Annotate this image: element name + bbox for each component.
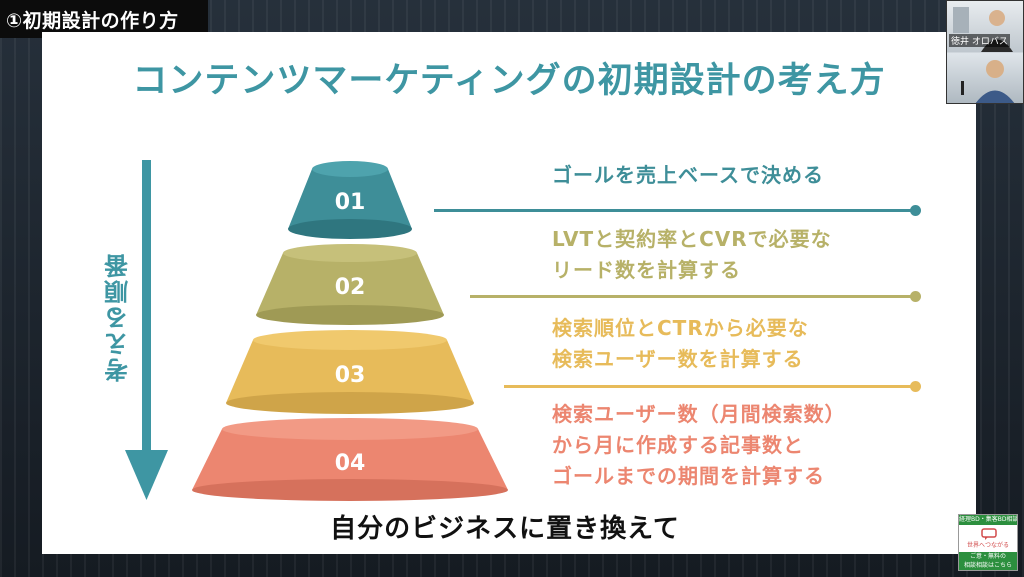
participant-name: 徳井 オロバス bbox=[949, 34, 1010, 47]
step-04-text: 検索ユーザー数（月間検索数） から月に作成する記事数と ゴールまでの期間を計算す… bbox=[552, 399, 846, 492]
svg-text:02: 02 bbox=[335, 275, 366, 300]
step-04-line-2: から月に作成する記事数と bbox=[552, 433, 804, 457]
svg-text:04: 04 bbox=[335, 451, 366, 476]
subtitle-caption: 自分のビジネスに置き換えて bbox=[180, 505, 830, 547]
step-03-line-2: 検索ユーザー数を計算する bbox=[552, 347, 804, 371]
promo-footer-line-2: 相談相談はこちら bbox=[963, 562, 1012, 569]
down-arrow-icon bbox=[125, 160, 168, 500]
step-03-divider bbox=[504, 385, 914, 388]
webcam-tile-2 bbox=[947, 53, 1023, 103]
slide-title: コンテンツマーケティングの初期設計の考え方 bbox=[132, 61, 886, 101]
step-03-line-1: 検索順位とCTRから必要な bbox=[552, 316, 809, 340]
step-03-dot bbox=[910, 381, 921, 392]
step-02-dot bbox=[910, 291, 921, 302]
webcam-panel: 徳井 オロバス bbox=[946, 0, 1024, 104]
pyramid-diagram: 01 02 03 04 bbox=[192, 161, 508, 501]
pyramid-level-3: 03 bbox=[226, 330, 474, 414]
step-03-text: 検索順位とCTRから必要な 検索ユーザー数を計算する bbox=[552, 313, 809, 375]
pyramid-level-2: 02 bbox=[256, 244, 444, 325]
chat-icon bbox=[981, 528, 997, 540]
pyramid-level-1: 01 bbox=[288, 161, 412, 239]
promo-badge[interactable]: 経理BD・集客BD相談 世界へつながる ご意・無料の 相談相談はこちら bbox=[958, 514, 1018, 571]
step-01-divider bbox=[434, 209, 914, 212]
promo-middle: 世界へつながる bbox=[966, 542, 1009, 549]
svg-text:03: 03 bbox=[335, 363, 366, 388]
svg-text:01: 01 bbox=[335, 190, 366, 215]
webcam-tile-1: 徳井 オロバス bbox=[947, 1, 1023, 52]
step-01-line-1: ゴールを売上ベースで決める bbox=[552, 163, 824, 187]
person-icon bbox=[961, 60, 1015, 103]
step-04-line-1: 検索ユーザー数（月間検索数） bbox=[552, 402, 846, 426]
promo-footer-line-1: ご意・無料の bbox=[969, 553, 1006, 560]
promo-header: 経理BD・集客BD相談 bbox=[959, 515, 1018, 525]
presentation-slide: コンテンツマーケティングの初期設計の考え方 考える順番 01 02 03 bbox=[42, 32, 976, 554]
pyramid-level-4: 04 bbox=[192, 418, 508, 501]
step-01-dot bbox=[910, 205, 921, 216]
promo-footer: ご意・無料の 相談相談はこちら bbox=[959, 552, 1017, 570]
step-04-line-3: ゴールまでの期間を計算する bbox=[552, 464, 825, 488]
step-02-text: LVTと契約率とCVRで必要な リード数を計算する bbox=[552, 224, 832, 286]
step-02-divider bbox=[470, 295, 914, 298]
step-02-line-1: LVTと契約率とCVRで必要な bbox=[552, 227, 832, 251]
section-tag: ①初期設計の作り方 bbox=[0, 0, 208, 38]
step-01-text: ゴールを売上ベースで決める bbox=[552, 160, 824, 191]
step-02-line-2: リード数を計算する bbox=[552, 258, 741, 282]
